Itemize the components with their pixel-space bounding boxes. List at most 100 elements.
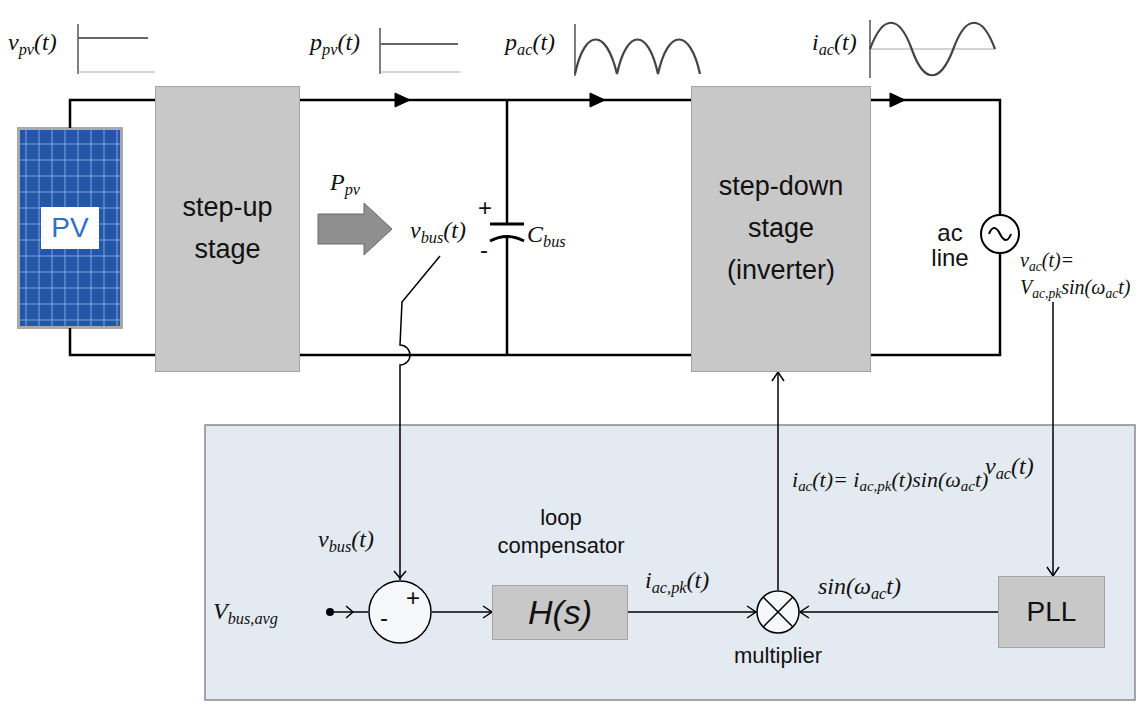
- signal-name: iac,pk(t): [645, 566, 709, 597]
- text-run: (t): [351, 526, 374, 552]
- power-flow-arrow: [318, 203, 392, 255]
- signal-name: iac(t): [812, 28, 857, 59]
- text-run: i: [812, 29, 819, 55]
- text-run: (t)sin(ω: [891, 467, 960, 492]
- plus-sign: +: [406, 586, 420, 610]
- transfer-function: H(s): [528, 592, 592, 633]
- axis: [78, 72, 155, 73]
- reference-wire: [334, 611, 368, 613]
- sine-symbol: [989, 228, 1011, 240]
- power-wire: [300, 99, 691, 102]
- arrowhead: [800, 606, 809, 618]
- subscript-run: ac,pk: [652, 578, 687, 597]
- signal-name: vbus(t): [318, 525, 374, 556]
- text-run: p: [505, 29, 517, 55]
- text-run: i: [792, 467, 798, 492]
- text-run: i: [645, 567, 652, 593]
- reference-name: Vbus,avg: [213, 597, 278, 628]
- signal-wire: [432, 611, 492, 613]
- multiply-symbol: [763, 597, 792, 626]
- text-run: (t): [687, 567, 710, 593]
- arrowhead: [483, 606, 492, 618]
- power-wire: [871, 100, 1000, 214]
- text-run: (t): [834, 29, 857, 55]
- subscript-run: ac: [798, 478, 812, 494]
- arrowhead: [772, 372, 784, 381]
- pll-box: PLL: [998, 576, 1105, 648]
- subscript-run: ac,pk: [1032, 286, 1061, 301]
- signal-wire: [1052, 302, 1054, 576]
- pv-frame: [19, 129, 122, 328]
- text-run: (t): [532, 29, 555, 55]
- panel-label: PV: [41, 207, 98, 249]
- block-label: PLL: [1027, 595, 1077, 629]
- text-run: t): [886, 573, 901, 599]
- text-run: V: [213, 598, 228, 624]
- stage-label: step-up stage: [156, 187, 299, 271]
- capacitor-lead: [506, 237, 509, 355]
- text-run: (t)= i: [812, 467, 859, 492]
- arrowhead: [890, 93, 905, 107]
- text-run: (t): [337, 29, 360, 55]
- signal-name: vbus(t): [410, 216, 466, 247]
- mult-outline: [756, 590, 800, 634]
- ppv-waveform: [380, 43, 458, 45]
- text-run: v: [8, 29, 19, 55]
- text-run: v: [410, 217, 421, 243]
- source-label: ac line: [922, 220, 978, 270]
- text-run: -: [380, 604, 388, 631]
- text-run: v: [318, 526, 329, 552]
- subscript-run: ac: [961, 478, 975, 494]
- reference-dot: [326, 608, 334, 616]
- text-run: v: [1020, 249, 1029, 271]
- capacitor-plate: [490, 223, 524, 226]
- power-wire: [70, 100, 155, 128]
- iac-waveform: [870, 23, 995, 76]
- signal-wire: [777, 372, 779, 590]
- signal-name: vpv(t): [8, 28, 57, 59]
- signal-name: ppv(t): [310, 28, 360, 59]
- text-run: sin(ω: [1061, 276, 1105, 298]
- sense-wire: [400, 256, 440, 580]
- axis: [379, 28, 381, 74]
- capacitor-lead: [506, 100, 509, 224]
- text-run: H(s): [528, 593, 592, 631]
- text-run: +: [478, 194, 492, 221]
- text-run: (t): [34, 29, 57, 55]
- source-circle: [981, 215, 1019, 253]
- ac-line-source: ac linevac(t)= Vac,pksin(ωact): [920, 214, 1142, 302]
- circle-outline: [757, 591, 799, 633]
- signal-name: vac(t): [985, 452, 1034, 483]
- text-run: multiplier: [734, 643, 822, 668]
- power-label: Ppv: [330, 168, 360, 199]
- stage-label: step-down stage (inverter): [692, 166, 870, 292]
- text-run: p: [310, 29, 322, 55]
- waveform-icons: [78, 20, 996, 78]
- control-panel: [205, 425, 1135, 700]
- reference-arrow: [346, 606, 353, 618]
- text-run: P: [330, 169, 345, 195]
- text-run: +: [406, 584, 420, 611]
- pv-cells: [20, 130, 120, 326]
- text-run: v: [985, 453, 996, 479]
- subscript-run: bus: [543, 232, 566, 251]
- subscript-run: bus: [329, 537, 352, 556]
- subscript-run: ac: [1029, 259, 1042, 274]
- axis: [380, 72, 460, 73]
- axis: [77, 24, 79, 74]
- subscript-run: ac: [996, 464, 1011, 483]
- subscript-run: ac: [1105, 286, 1118, 301]
- text-run: loop compensator: [497, 505, 624, 558]
- arrowhead: [395, 93, 410, 107]
- text-run: (t): [1011, 453, 1034, 479]
- block-heading: multiplier: [708, 642, 848, 670]
- polarity-mark: -: [480, 238, 488, 262]
- text-run: ac line: [931, 219, 968, 271]
- component-name: Cbus: [527, 220, 566, 251]
- vpv-waveform: [78, 37, 148, 39]
- pac-waveform: [575, 40, 700, 75]
- sum-outline: [368, 580, 432, 644]
- inverter-box: step-down stage (inverter): [691, 86, 871, 372]
